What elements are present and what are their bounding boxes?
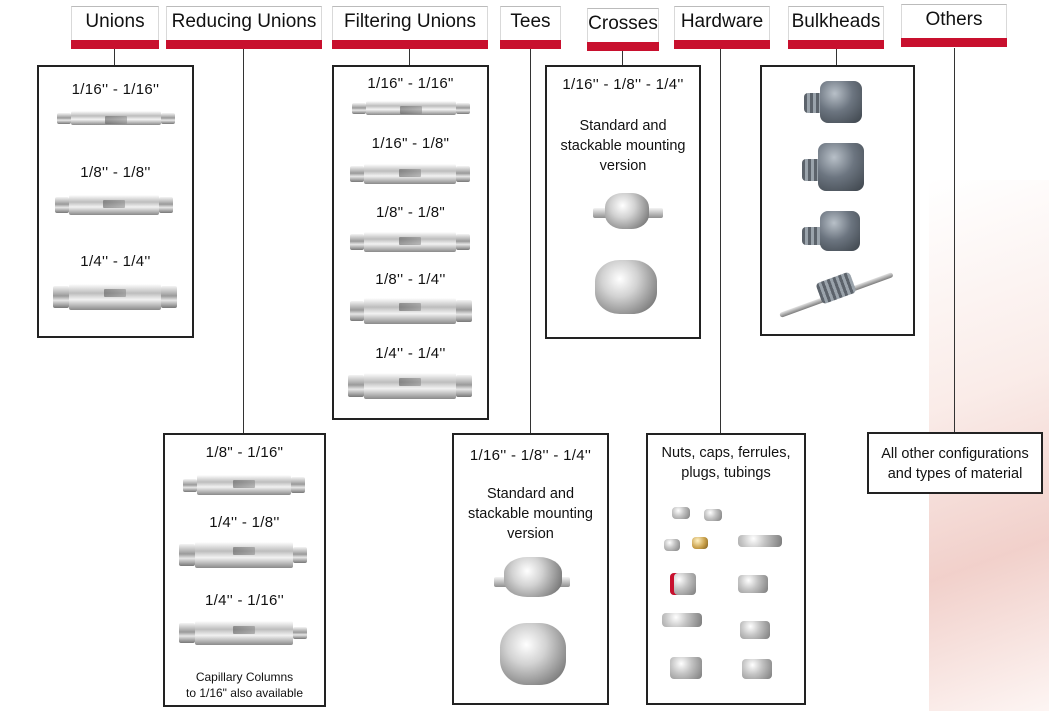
tab-reducing-unions-label: Reducing Unions — [171, 11, 317, 32]
bulkhead-image — [820, 211, 860, 251]
hardware-desc-1: Nuts, caps, ferrules, — [661, 445, 791, 461]
filtering-size-5: 1/4'' - 1/4'' — [375, 345, 446, 362]
tab-crosses[interactable]: Crosses — [587, 8, 659, 51]
crosses-desc-3: version — [599, 158, 647, 174]
tab-others[interactable]: Others — [901, 4, 1007, 47]
ferrule-image — [692, 537, 708, 549]
plug-image — [738, 535, 782, 547]
tees-box: 1/16'' - 1/8'' - 1/4'' Standard and stac… — [452, 433, 609, 705]
bulkhead-image — [815, 271, 857, 305]
tab-hardware-label: Hardware — [680, 11, 764, 32]
ferrule-image — [704, 509, 722, 521]
cap-image — [670, 573, 696, 595]
hardware-desc-2: plugs, tubings — [681, 465, 771, 481]
others-desc-2: and types of material — [887, 466, 1023, 482]
tab-tees-label: Tees — [510, 11, 551, 32]
crosses-desc-1: Standard and — [579, 118, 667, 134]
filtering-union-image — [348, 373, 472, 399]
reducing-unions-box: 1/8" - 1/16" 1/4'' - 1/8'' 1/4'' - 1/16'… — [163, 433, 326, 707]
tab-filtering-unions-label: Filtering Unions — [344, 11, 476, 32]
fitting-image — [670, 657, 702, 679]
filtering-union-image — [350, 164, 470, 184]
ferrule-image — [672, 507, 690, 519]
cross-stackable-image — [595, 260, 657, 314]
crosses-desc-2: stackable mounting — [560, 138, 686, 154]
tab-unions-label: Unions — [85, 11, 145, 32]
unions-box: 1/16'' - 1/16'' 1/8'' - 1/8'' 1/4'' - 1/… — [37, 65, 194, 338]
filtering-size-4: 1/8'' - 1/4'' — [375, 271, 446, 288]
tee-stackable-image — [500, 623, 566, 685]
tab-filtering-unions[interactable]: Filtering Unions — [332, 6, 488, 49]
tab-reducing-unions[interactable]: Reducing Unions — [166, 6, 322, 49]
connector-line — [114, 48, 115, 65]
reducing-size-2: 1/4'' - 1/8'' — [209, 514, 280, 531]
connector-line — [622, 50, 623, 65]
unions-size-2: 1/8'' - 1/8'' — [80, 164, 151, 181]
connector-line — [243, 48, 244, 433]
tab-unions[interactable]: Unions — [71, 6, 159, 49]
filtering-union-image — [350, 232, 470, 252]
connector-line — [409, 48, 410, 65]
tab-bulkheads-label: Bulkheads — [791, 11, 881, 32]
reducing-size-3: 1/4'' - 1/16'' — [204, 592, 285, 609]
bulkhead-image — [818, 143, 864, 191]
filtering-unions-box: 1/16" - 1/16" 1/16" - 1/8" 1/8" - 1/8" 1… — [332, 65, 489, 420]
tab-tees[interactable]: Tees — [500, 6, 561, 49]
reducing-union-image — [179, 542, 307, 568]
connector-line — [530, 48, 531, 433]
union-fitting-image — [57, 111, 175, 125]
tees-desc-2: stackable mounting — [468, 506, 593, 522]
crosses-box: 1/16'' - 1/8'' - 1/4'' Standard and stac… — [545, 65, 701, 339]
unions-size-1: 1/16'' - 1/16'' — [71, 81, 160, 98]
union-fitting-image — [55, 195, 173, 215]
bulkhead-image — [820, 81, 862, 123]
ferrule-image — [664, 539, 680, 551]
union-fitting-image — [53, 284, 177, 310]
filtering-union-image — [352, 101, 470, 115]
filtering-size-2: 1/16" - 1/8" — [371, 135, 450, 152]
reducing-union-image — [179, 621, 307, 645]
tab-crosses-label: Crosses — [588, 13, 658, 34]
crosses-sizes: 1/16'' - 1/8'' - 1/4'' — [562, 76, 684, 93]
filtering-union-image — [350, 298, 472, 324]
tees-sizes: 1/16'' - 1/8'' - 1/4'' — [469, 447, 592, 464]
screw-image — [662, 613, 702, 627]
tees-desc-1: Standard and — [486, 486, 575, 502]
tees-desc-3: version — [507, 526, 554, 542]
reducing-union-image — [183, 475, 305, 495]
tab-others-label: Others — [925, 9, 983, 30]
connector-line — [954, 48, 955, 433]
tab-hardware[interactable]: Hardware — [674, 6, 770, 49]
tab-bulkheads[interactable]: Bulkheads — [788, 6, 884, 49]
reducing-size-1: 1/8" - 1/16" — [205, 444, 284, 461]
connector-line — [836, 48, 837, 65]
tee-fitting-image — [504, 557, 562, 597]
nut-image — [738, 575, 768, 593]
filtering-size-3: 1/8" - 1/8" — [376, 204, 445, 221]
reducing-note-2: to 1/16" also available — [185, 686, 303, 700]
fitting-image — [742, 659, 772, 679]
hardware-box: Nuts, caps, ferrules, plugs, tubings — [646, 433, 806, 705]
bulkheads-box — [760, 65, 915, 336]
others-box: All other configurations and types of ma… — [867, 432, 1043, 494]
filtering-size-1: 1/16" - 1/16" — [367, 75, 454, 92]
others-desc-1: All other configurations — [881, 446, 1029, 462]
connector-line — [720, 48, 721, 433]
unions-size-3: 1/4'' - 1/4'' — [80, 253, 151, 270]
nut-image — [740, 621, 770, 639]
reducing-note-1: Capillary Columns — [195, 670, 294, 684]
cross-fitting-image — [605, 193, 649, 229]
